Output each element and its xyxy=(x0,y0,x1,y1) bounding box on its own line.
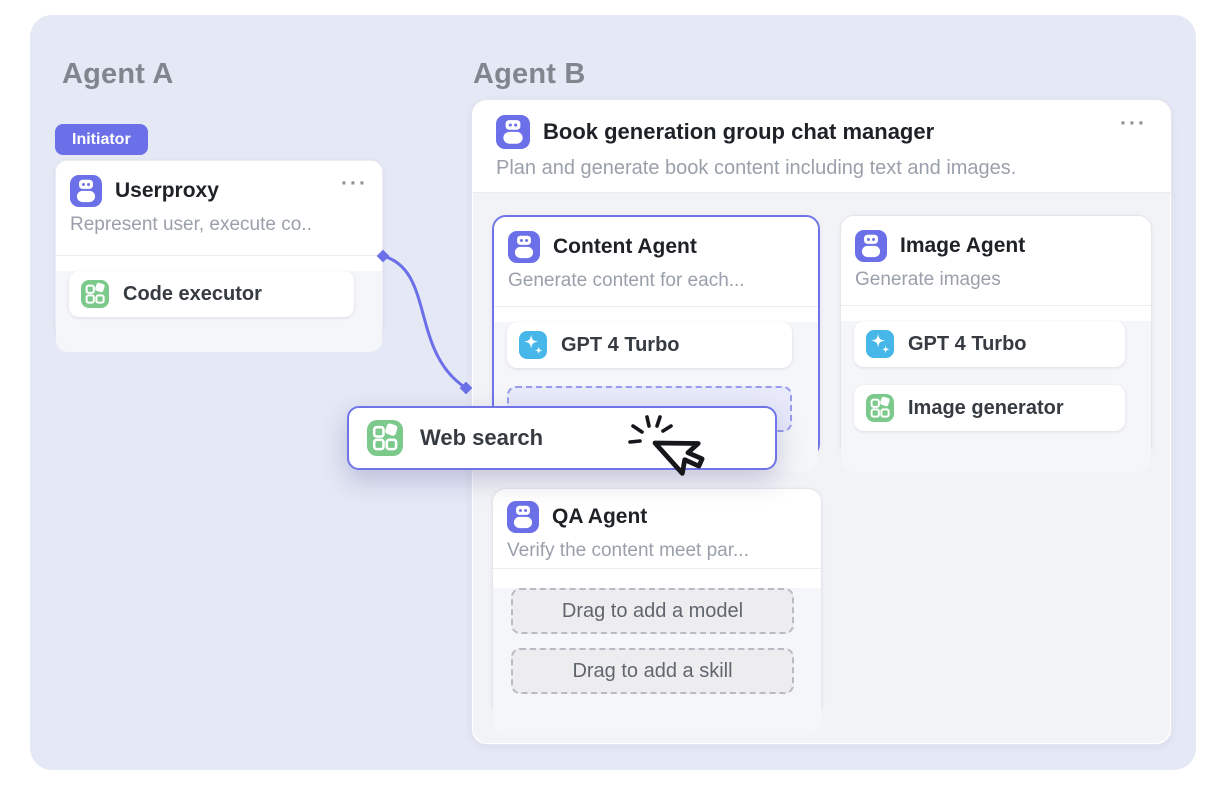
manager-title: Book generation group chat manager xyxy=(543,119,935,144)
ellipsis-menu-icon[interactable]: ··· xyxy=(341,172,368,195)
drag-skill-placeholder[interactable]: Drag to add a skill xyxy=(511,648,794,694)
userproxy-agent-card[interactable]: Userproxy ··· Represent user, execute co… xyxy=(55,160,383,352)
model-sparkle-icon xyxy=(519,331,547,359)
web-search-label: Web search xyxy=(420,425,544,450)
gpt4-turbo-model-chip[interactable]: GPT 4 Turbo xyxy=(854,321,1125,367)
agent-b-heading: Agent B xyxy=(473,58,586,90)
image-agent-description: Generate images xyxy=(855,269,1001,290)
image-agent-title: Image Agent xyxy=(900,234,1026,257)
robot-icon xyxy=(70,175,102,207)
robot-icon xyxy=(507,501,539,533)
manager-description: Plan and generate book content including… xyxy=(496,157,1017,179)
manager-header: Book generation group chat manager ··· P… xyxy=(472,100,1171,193)
content-agent-description: Generate content for each... xyxy=(508,270,745,291)
image-agent-body: GPT 4 Turbo Image generator xyxy=(841,321,1151,472)
agent-a-heading: Agent A xyxy=(62,58,174,90)
userproxy-description: Represent user, execute co.. xyxy=(70,214,312,235)
userproxy-title: Userproxy xyxy=(115,179,219,202)
gpt4-turbo-model-chip[interactable]: GPT 4 Turbo xyxy=(507,322,792,368)
qa-agent-header: QA Agent Verify the content meet par... xyxy=(493,489,821,569)
image-agent-header: Image Agent Generate images xyxy=(841,216,1151,306)
skill-grid-icon xyxy=(81,280,109,308)
qa-agent-body: Drag to add a model Drag to add a skill xyxy=(493,588,821,735)
robot-icon xyxy=(508,231,540,263)
gpt4-turbo-label: GPT 4 Turbo xyxy=(908,332,1027,355)
robot-icon xyxy=(855,230,887,262)
ellipsis-menu-icon[interactable]: ··· xyxy=(1120,112,1147,135)
content-agent-header: Content Agent Generate content for each.… xyxy=(494,217,818,307)
code-executor-skill-chip[interactable]: Code executor xyxy=(69,271,354,317)
image-agent-card[interactable]: Image Agent Generate images GPT 4 Turbo … xyxy=(840,215,1152,472)
drag-model-placeholder[interactable]: Drag to add a model xyxy=(511,588,794,634)
initiator-badge: Initiator xyxy=(55,124,148,155)
web-search-drag-chip[interactable]: Web search xyxy=(347,406,777,470)
userproxy-header: Userproxy ··· Represent user, execute co… xyxy=(56,161,382,256)
gpt4-turbo-label: GPT 4 Turbo xyxy=(561,333,680,356)
skill-grid-icon xyxy=(367,420,403,456)
model-sparkle-icon xyxy=(866,330,894,358)
content-agent-title: Content Agent xyxy=(553,235,697,258)
image-generator-skill-chip[interactable]: Image generator xyxy=(854,385,1125,431)
qa-agent-title: QA Agent xyxy=(552,505,648,528)
qa-agent-description: Verify the content meet par... xyxy=(507,540,749,561)
skill-grid-icon xyxy=(866,394,894,422)
qa-agent-card[interactable]: QA Agent Verify the content meet par... … xyxy=(492,488,822,735)
userproxy-body: Code executor xyxy=(56,271,382,352)
code-executor-label: Code executor xyxy=(123,282,262,305)
image-generator-label: Image generator xyxy=(908,396,1064,419)
robot-icon xyxy=(496,115,530,149)
